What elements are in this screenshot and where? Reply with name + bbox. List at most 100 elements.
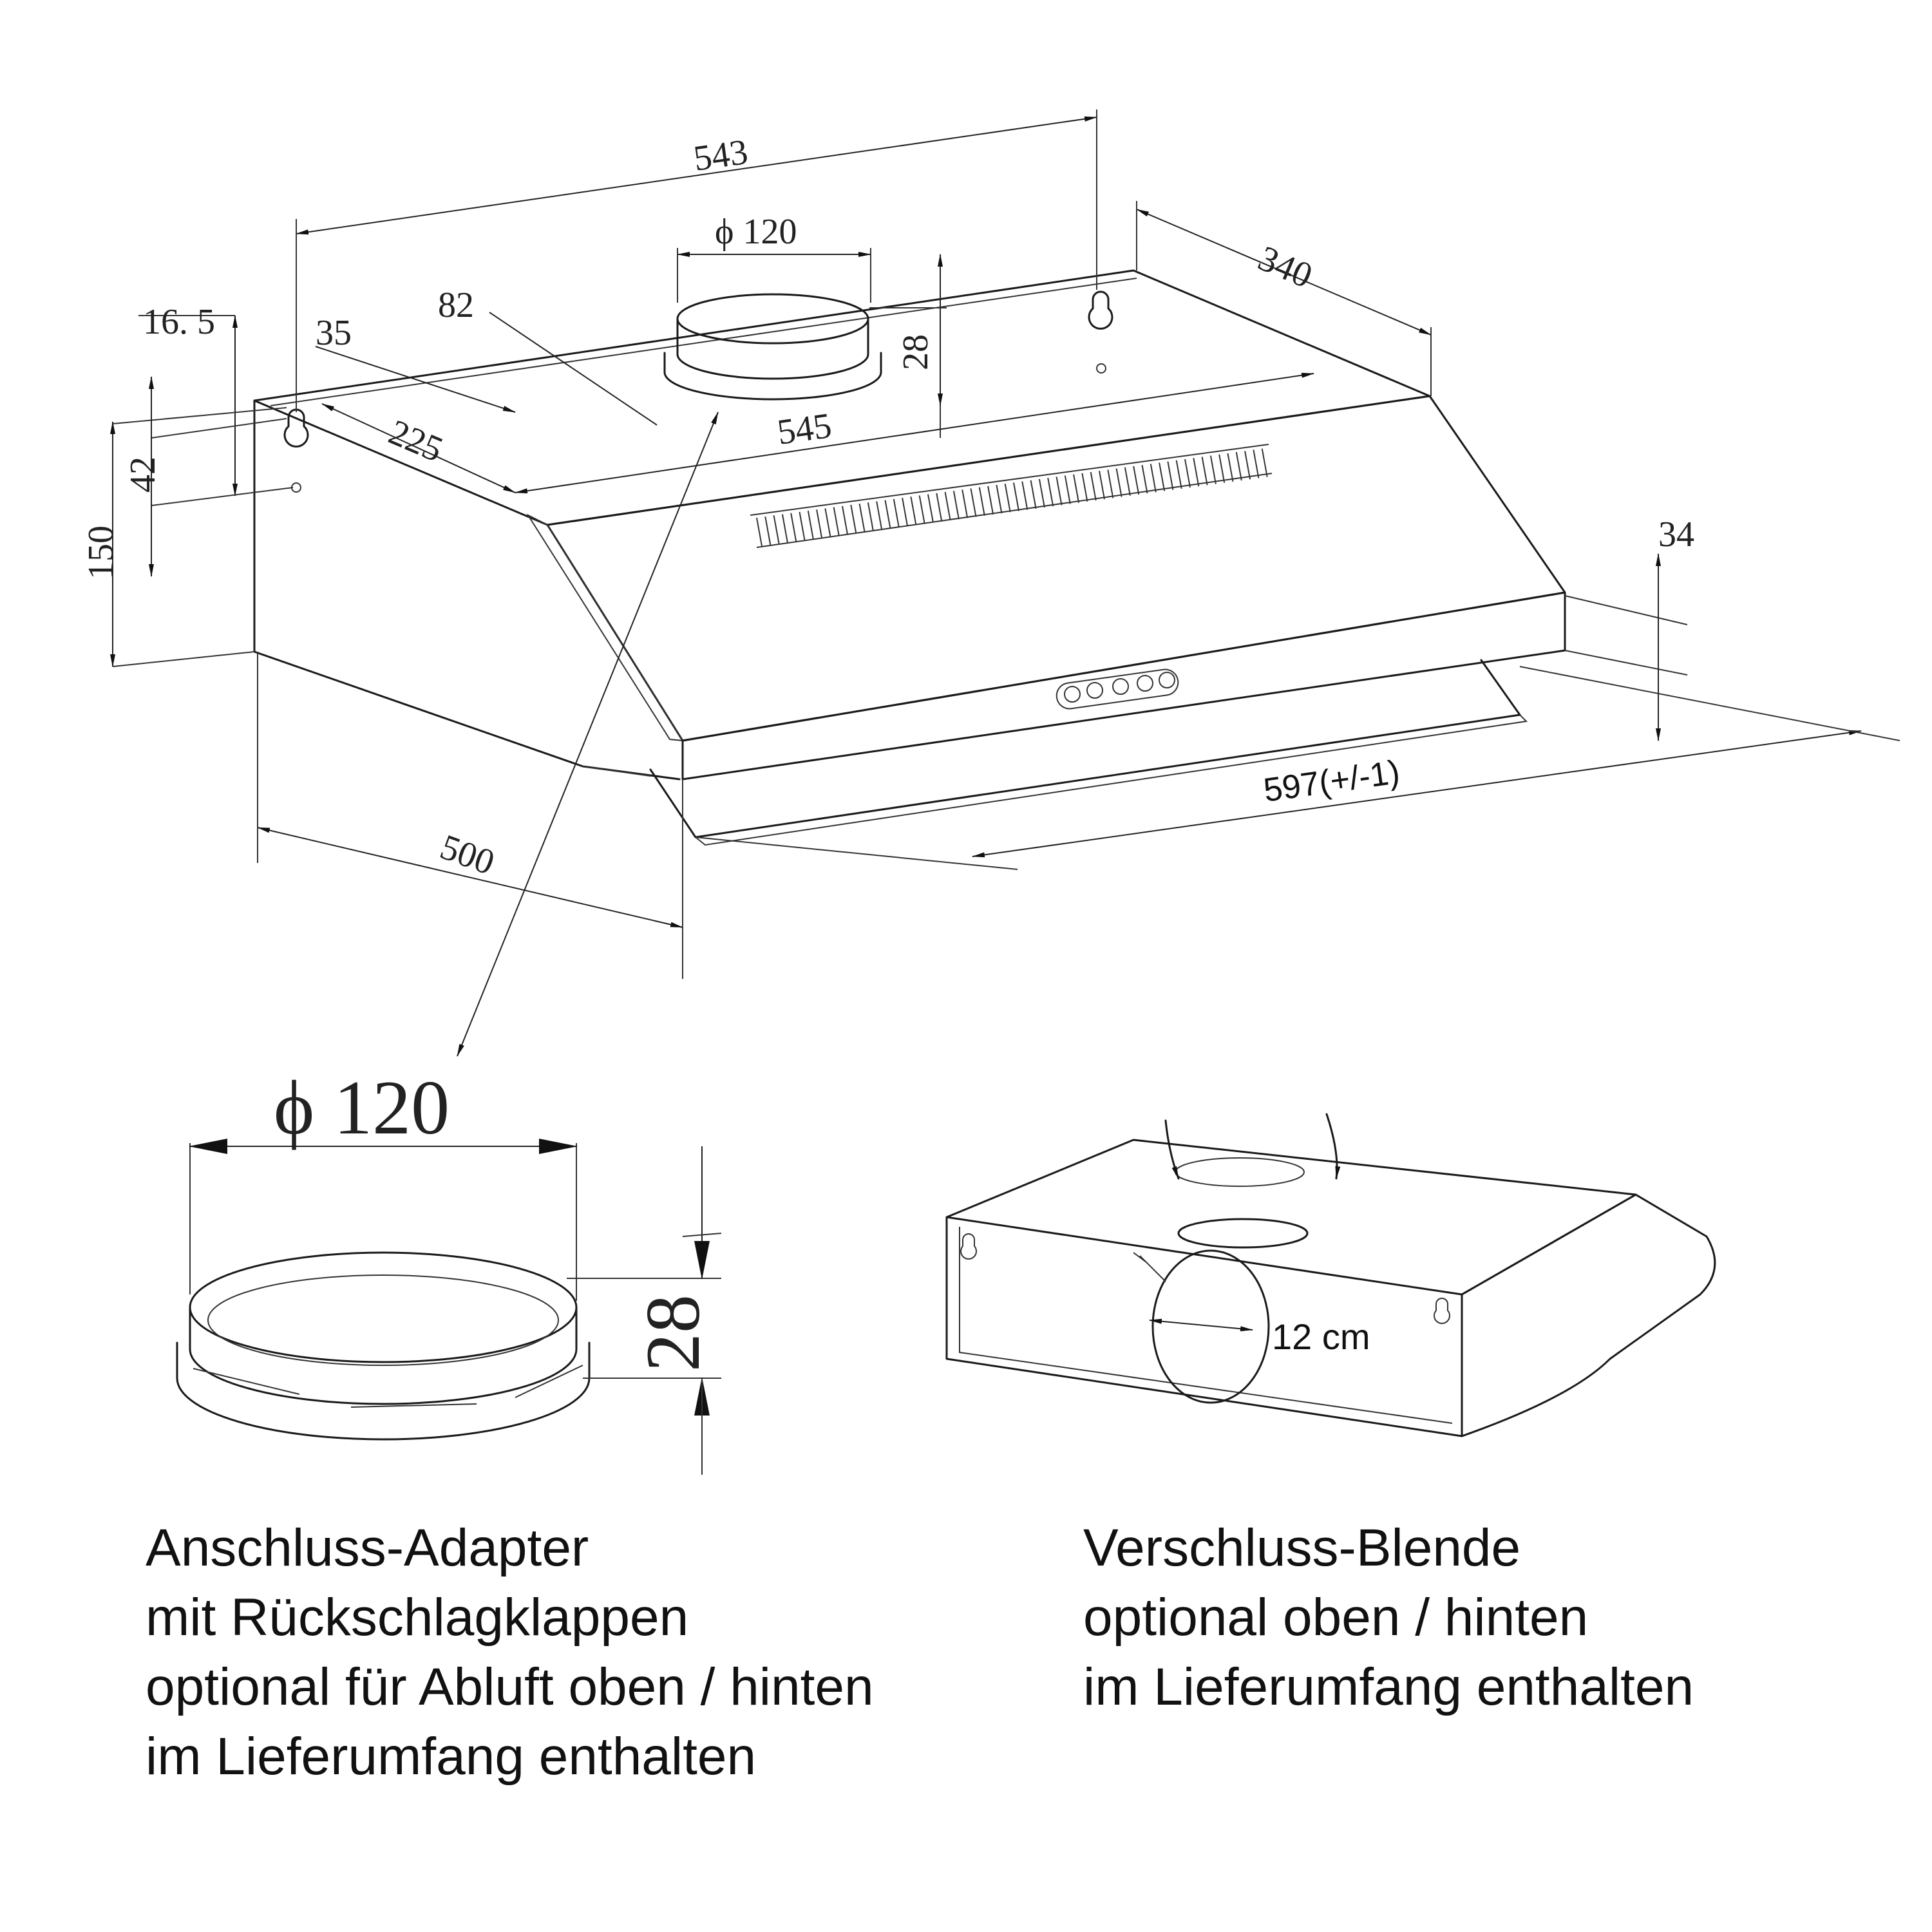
blende-hood-back [945, 1216, 1463, 1437]
vent-slot [1150, 464, 1157, 493]
vent-slot [961, 489, 969, 518]
vent-slot [1090, 471, 1097, 501]
vent-slot [884, 500, 891, 529]
vent-slot [1030, 480, 1037, 509]
vent-slot [1064, 475, 1071, 504]
dimension-labels: 543 ϕ 120 340 16. 5 35 82 28 225 545 42 … [81, 132, 1694, 883]
dim-340: 340 [1253, 238, 1318, 296]
vent-slot [1201, 457, 1208, 486]
vent-slot [927, 494, 934, 523]
adapter-height-label: 28 [630, 1294, 715, 1372]
dim-597: 597(+/-1) [1262, 753, 1402, 810]
vent-slot [918, 495, 925, 524]
vent-slot [1159, 462, 1166, 491]
vent-slot [1013, 482, 1019, 511]
vent-slot [970, 488, 977, 517]
vent-slot [1184, 459, 1191, 488]
adapter-drawing: ϕ 120 28 [176, 1065, 722, 1475]
vent-slot [824, 508, 831, 537]
vent-slot [756, 517, 762, 547]
vent-slot [1235, 451, 1242, 481]
vent-slot [850, 504, 857, 534]
vent-slot [944, 491, 951, 521]
vent-slot [1047, 477, 1054, 507]
dim-16-5: 16. 5 [143, 302, 215, 342]
vent-slot [1141, 464, 1148, 494]
duct-collar [663, 293, 882, 401]
caption-adapter-line-1: Anschluss-Adapter [146, 1519, 589, 1577]
vent-slot [1261, 448, 1268, 477]
hood-visor [649, 659, 1521, 838]
vent-slot [867, 502, 874, 531]
vent-slot [978, 487, 985, 516]
vent-slot [987, 486, 994, 515]
vent-slot [1115, 468, 1122, 497]
dimension-lines [110, 109, 1900, 1057]
vent-slot [773, 515, 780, 544]
caption-blende-line-1: Verschluss-Blende [1083, 1519, 1521, 1577]
keyhole-mount-right [1088, 290, 1113, 374]
dim-duct-diameter: ϕ 120 [715, 212, 797, 252]
dim-500: 500 [435, 827, 500, 883]
hood-front-panel [546, 395, 1566, 742]
vent-slot [1056, 477, 1063, 506]
vent-slot [1175, 460, 1182, 489]
vent-slot [1193, 458, 1200, 487]
vent-slot [1099, 471, 1105, 500]
vent-slot [1124, 467, 1131, 496]
adapter-diameter-label: ϕ 120 [274, 1065, 450, 1150]
vent-slot [1081, 473, 1088, 502]
vent-slots [750, 444, 1273, 548]
caption-adapter-line-3: optional für Abluft oben / hinten [146, 1658, 874, 1716]
vent-slot [1244, 451, 1251, 480]
blende-drawing: 12 cm [945, 1113, 1716, 1437]
blende-plate [1151, 1249, 1270, 1404]
vent-slot [833, 507, 840, 536]
control-knobs [1056, 668, 1179, 710]
vent-slot [936, 493, 943, 522]
vent-slot [1167, 461, 1174, 490]
dim-150: 150 [81, 526, 121, 580]
adapter-rim [189, 1251, 578, 1363]
vent-slot [1073, 474, 1080, 503]
caption-blende: Verschluss-Blende optional oben / hinten… [1083, 1513, 1694, 1722]
dim-34: 34 [1658, 515, 1694, 554]
dim-543: 543 [691, 132, 750, 179]
hood-front-strip [681, 591, 1566, 781]
dim-225: 225 [383, 412, 449, 470]
hood-back-face [253, 399, 681, 781]
vent-slot [910, 497, 917, 526]
vent-slot [1038, 478, 1045, 508]
vent-slot [1021, 481, 1028, 510]
dim-545: 545 [775, 406, 834, 453]
vent-slot [764, 516, 772, 545]
vent-slot [1209, 455, 1217, 484]
keyhole-mount-left [283, 408, 309, 493]
vent-slot [1004, 484, 1011, 513]
blende-opening-label: 12 cm [1272, 1316, 1370, 1357]
dim-35: 35 [316, 313, 352, 353]
vent-slot [816, 509, 823, 538]
vent-slot [858, 503, 866, 533]
vent-slot [893, 498, 900, 528]
vent-slot [876, 501, 883, 530]
caption-adapter-line-2: mit Rückschlagklappen [146, 1588, 689, 1647]
dim-28-top: 28 [896, 334, 936, 370]
vent-slot [807, 510, 814, 540]
vent-slot [842, 506, 848, 535]
vent-slot [790, 513, 797, 542]
vent-slot [952, 490, 960, 520]
vent-slot [1107, 469, 1114, 498]
dim-82: 82 [438, 285, 474, 325]
vent-slot [799, 511, 806, 541]
vent-slot [1218, 454, 1226, 483]
vent-slot [902, 497, 909, 527]
caption-blende-line-3: im Lieferumfang enthalten [1083, 1658, 1694, 1716]
vent-slot [1227, 453, 1234, 482]
caption-adapter-line-4: im Lieferumfang enthalten [146, 1727, 757, 1786]
vent-slot [1253, 450, 1260, 478]
caption-blende-line-2: optional oben / hinten [1083, 1588, 1589, 1647]
caption-adapter: Anschluss-Adapter mit Rückschlagklappen … [146, 1513, 874, 1792]
